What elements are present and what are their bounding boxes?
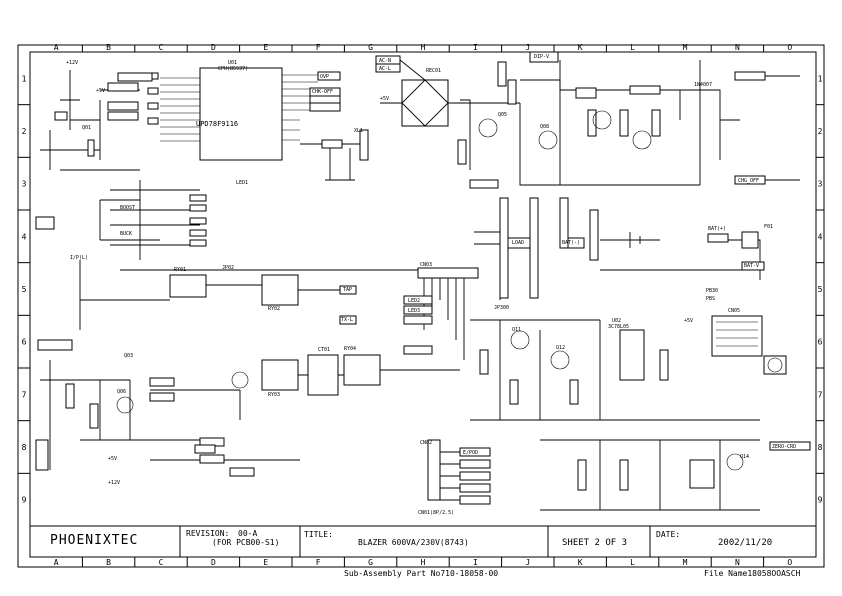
column-label-bottom: L bbox=[630, 558, 635, 567]
column-label-top: F bbox=[316, 43, 321, 52]
row-label-right: 1 bbox=[818, 74, 823, 83]
input-section bbox=[40, 70, 207, 260]
column-label-top: L bbox=[630, 43, 635, 52]
cn05-connector bbox=[711, 315, 787, 375]
column-label-bottom: B bbox=[106, 558, 111, 567]
row-label-left: 1 bbox=[22, 74, 27, 83]
row-markers: 1 1 2 2 3 3 4 4 5 5 6 6 7 7 8 8 9 9 bbox=[18, 74, 824, 505]
row-label-left: 4 bbox=[22, 232, 27, 241]
column-label-top: C bbox=[159, 43, 164, 52]
zero-cross-section bbox=[540, 439, 811, 511]
cn03-header bbox=[403, 267, 479, 360]
switch-transistors bbox=[457, 61, 700, 189]
column-label-bottom: G bbox=[368, 558, 373, 567]
battery-section bbox=[474, 197, 765, 300]
column-label-bottom: H bbox=[421, 558, 426, 567]
row-label-right: 2 bbox=[818, 127, 823, 136]
control-section bbox=[470, 319, 760, 421]
column-label-bottom: K bbox=[578, 558, 583, 567]
column-label-bottom: C bbox=[159, 558, 164, 567]
column-markers: A A B B C C D D E E F F G G H H I I J J K K L L M M N N O O bbox=[54, 43, 792, 567]
column-label-bottom: A bbox=[54, 558, 59, 567]
column-label-top: M bbox=[683, 43, 688, 52]
column-label-top: K bbox=[578, 43, 583, 52]
column-label-top: J bbox=[525, 43, 530, 52]
net-labels-left bbox=[35, 72, 153, 471]
column-label-bottom: J bbox=[525, 558, 530, 567]
row-label-right: 8 bbox=[818, 443, 823, 452]
column-label-top: D bbox=[211, 43, 216, 52]
row-label-right: 6 bbox=[818, 338, 823, 347]
title-block bbox=[29, 525, 817, 558]
bridge-rectifier bbox=[375, 55, 520, 127]
column-label-top: G bbox=[368, 43, 373, 52]
row-label-right: 5 bbox=[818, 285, 823, 294]
row-label-left: 7 bbox=[22, 390, 27, 399]
column-label-bottom: M bbox=[683, 558, 688, 567]
mcu-u01 bbox=[147, 67, 318, 161]
column-label-top: B bbox=[106, 43, 111, 52]
column-label-top: N bbox=[735, 43, 740, 52]
row-label-right: 3 bbox=[818, 180, 823, 189]
column-label-bottom: D bbox=[211, 558, 216, 567]
column-label-top: E bbox=[263, 43, 268, 52]
row-label-right: 9 bbox=[818, 496, 823, 505]
net-labels-right bbox=[309, 71, 341, 112]
column-label-bottom: E bbox=[263, 558, 268, 567]
crystal-xl1 bbox=[300, 129, 369, 181]
column-label-bottom: N bbox=[735, 558, 740, 567]
column-label-top: A bbox=[54, 43, 59, 52]
relay-section bbox=[79, 260, 460, 396]
column-label-top: H bbox=[421, 43, 426, 52]
cn01-connector bbox=[427, 439, 491, 505]
row-label-left: 8 bbox=[22, 443, 27, 452]
row-label-right: 7 bbox=[818, 390, 823, 399]
column-label-bottom: F bbox=[316, 558, 321, 567]
column-label-top: I bbox=[473, 43, 478, 52]
lower-left-section bbox=[40, 360, 300, 477]
row-label-right: 4 bbox=[818, 232, 823, 241]
column-label-bottom: O bbox=[787, 558, 792, 567]
column-label-top: O bbox=[787, 43, 792, 52]
charger-section bbox=[529, 51, 800, 185]
column-label-bottom: I bbox=[473, 558, 478, 567]
row-label-left: 5 bbox=[22, 285, 27, 294]
row-label-left: 2 bbox=[22, 127, 27, 136]
row-label-left: 3 bbox=[22, 180, 27, 189]
outer-border bbox=[17, 44, 825, 568]
row-label-left: 9 bbox=[22, 496, 27, 505]
row-label-left: 6 bbox=[22, 338, 27, 347]
